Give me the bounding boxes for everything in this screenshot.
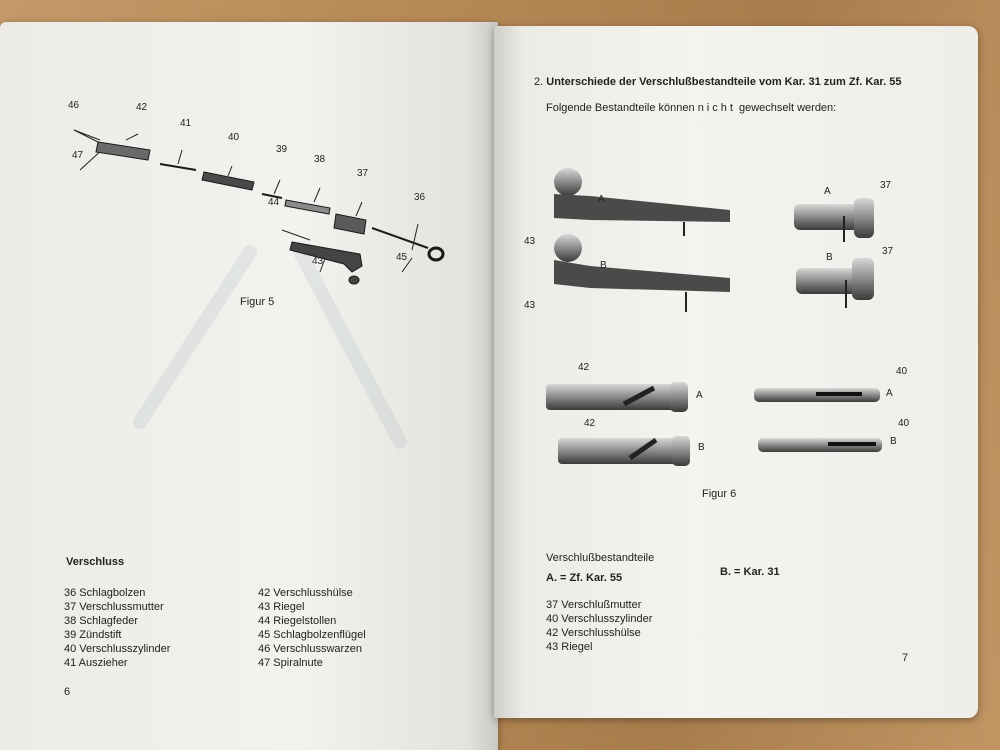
parts-list: 37 Verschlußmutter 40 Verschlusszylinder… [546,598,652,654]
subheading-part: gewechselt werden: [739,102,837,114]
section-heading: 2. Unterschiede der Verschlußbestandteil… [534,76,901,88]
parts-item: 38 Schlagfeder [64,615,138,627]
figure-5-label-41: 41 [180,118,192,129]
figure-5-label-39: 39 [276,144,288,155]
figure-5-label-45: 45 [396,252,408,263]
parts-item: 45 Schlagbolzenflügel [258,629,366,641]
label-40: 40 [896,366,908,377]
figure-5-label-40: 40 [228,132,240,143]
figure-5-label-38: 38 [314,154,326,165]
figure-5-label-43: 43 [312,256,324,267]
label-40: 40 [898,418,910,429]
label-43: 43 [524,300,536,311]
parts-list-left: 36 Schlagbolzen 37 Verschlussmutter 38 S… [64,586,170,670]
label-A: A [696,390,703,401]
left-page: 46 42 47 41 40 39 38 37 36 44 43 45 Figu… [0,22,498,750]
heading-text: Unterschiede der Verschlußbestandteile v… [546,76,902,88]
figure-5-label-44: 44 [268,197,280,208]
legend-b: B. = Kar. 31 [720,566,780,578]
parts-item: 37 Verschlussmutter [64,601,164,613]
label-B: B [600,260,607,271]
figure-5-label-46: 46 [68,100,80,111]
parts-item: 44 Riegelstollen [258,615,337,627]
parts-item: 46 Verschlusswarzen [258,643,362,655]
right-page: 2. Unterschiede der Verschlußbestandteil… [494,26,978,718]
parts-item: 37 Verschlußmutter [546,599,642,611]
legend-a: A. = Zf. Kar. 55 [546,572,623,584]
parts-item: 41 Auszieher [64,657,128,669]
label-37: 37 [882,246,894,257]
subheading: Folgende Bestandteile können nicht gewec… [546,102,836,114]
heading-number: 2. [534,76,544,88]
figure-5-label-36: 36 [414,192,426,203]
figure-5-caption: Figur 5 [240,296,275,308]
parts-list-right: 42 Verschlusshülse 43 Riegel 44 Riegelst… [258,586,366,670]
parts-item: 36 Schlagbolzen [64,587,146,599]
parts-item: 47 Spiralnute [258,657,323,669]
label-B: B [826,252,833,263]
legend-title: Verschlußbestandteile [546,552,655,564]
figure-6-caption: Figur 6 [702,488,737,500]
figure-5-label-47: 47 [72,150,84,161]
section-title: Verschluss [66,556,125,568]
parts-item: 43 Riegel [258,601,305,613]
label-42: 42 [584,418,596,429]
subheading-emphasis: nicht [697,102,736,114]
label-B: B [890,436,897,447]
page-number-right: 7 [902,652,909,664]
figure-5-label-37: 37 [357,168,369,179]
parts-item: 43 Riegel [546,641,593,653]
label-43: 43 [524,236,536,247]
parts-item: 42 Verschlusshülse [258,587,353,599]
label-B: B [698,442,705,453]
parts-item: 40 Verschlusszylinder [546,613,653,625]
parts-item: 39 Zündstift [64,629,122,641]
label-A: A [598,194,605,205]
label-37: 37 [880,180,892,191]
figure-5-drawing [73,129,445,449]
page-number-left: 6 [64,686,71,698]
parts-item: 42 Verschlusshülse [546,627,641,639]
figure-6-drawing [546,168,882,466]
parts-item: 40 Verschlusszylinder [64,643,171,655]
subheading-part: Folgende Bestandteile können [546,102,695,114]
label-A: A [886,388,893,399]
label-42: 42 [578,362,590,373]
label-A: A [824,186,831,197]
figure-5-label-42: 42 [136,102,148,113]
